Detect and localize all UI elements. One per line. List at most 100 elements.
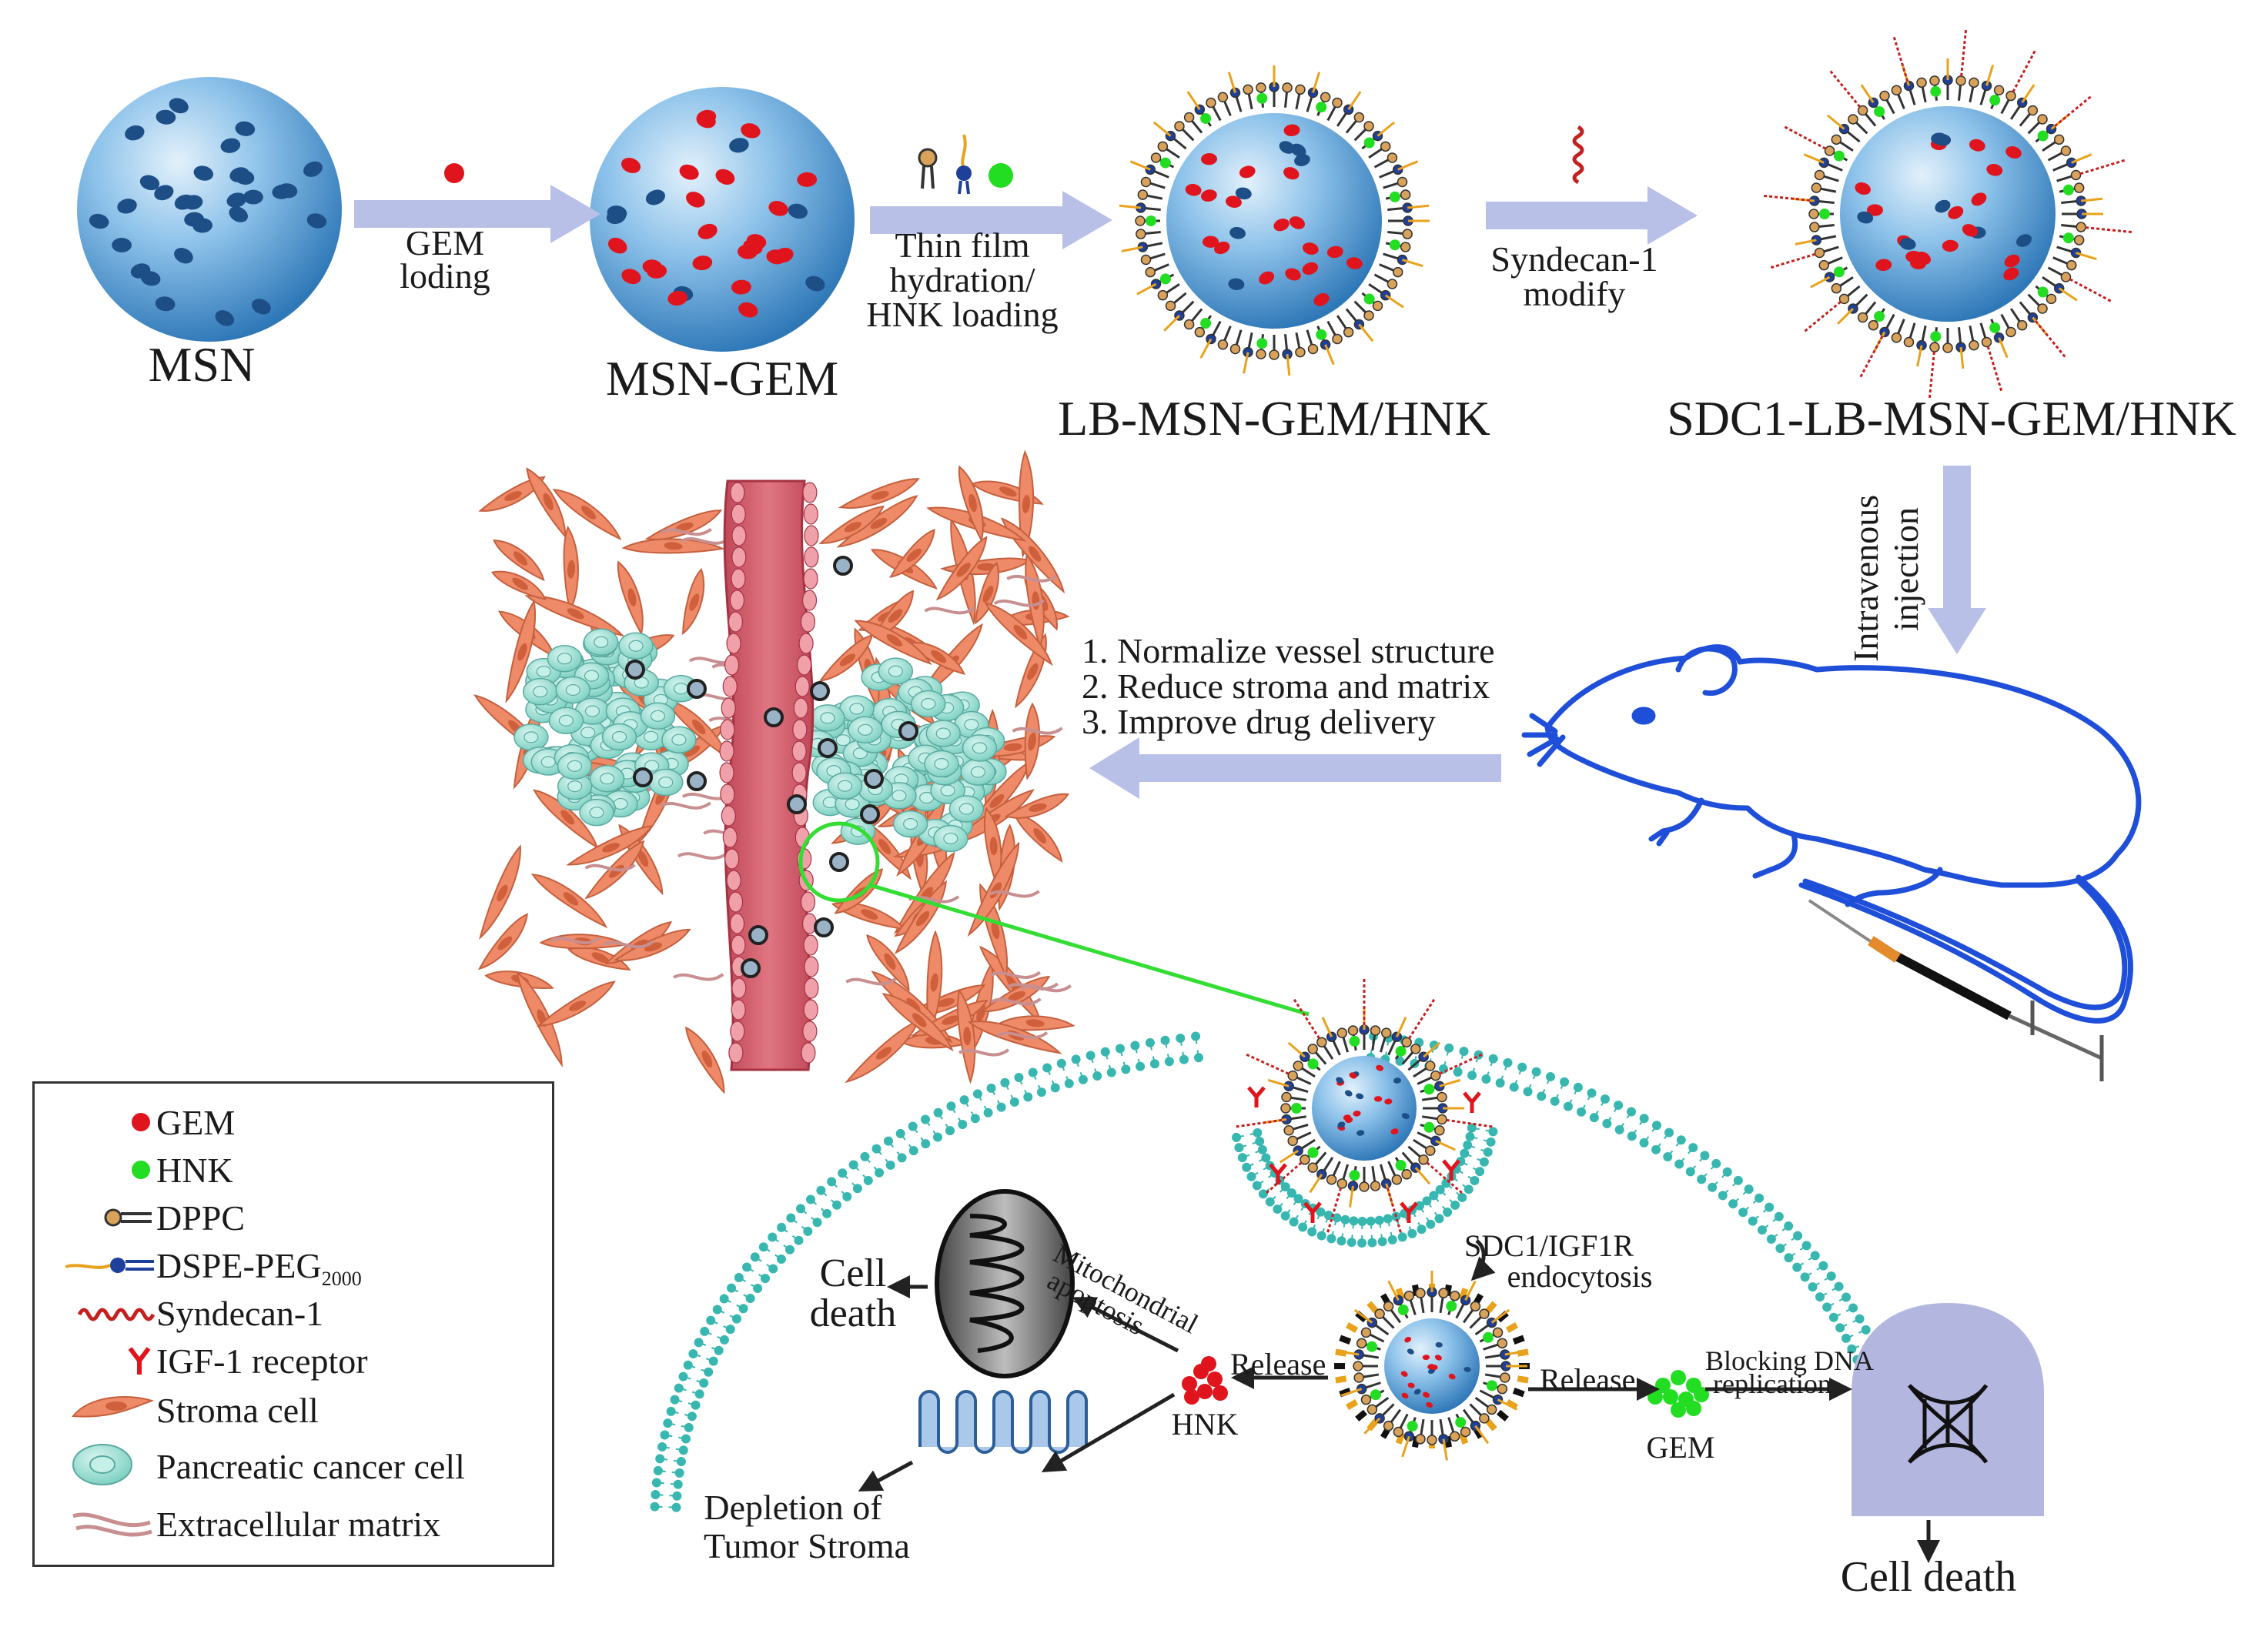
endothelial-cell xyxy=(798,633,814,654)
legend-item-ecm: Extracellular matrix xyxy=(35,1499,552,1545)
stage-label-msn: MSN xyxy=(148,337,256,392)
endothelial-cell xyxy=(726,870,741,891)
matrix-fibre xyxy=(584,864,636,872)
igf1-receptor xyxy=(1269,1163,1287,1184)
nanoparticle-dot xyxy=(829,852,849,872)
pancreatic-cancer-cell-icon xyxy=(72,1444,132,1485)
matrix-fibre xyxy=(924,606,975,615)
endothelial-cell xyxy=(791,762,807,783)
matrix-fibre xyxy=(958,1048,1010,1057)
endothelial-cell xyxy=(801,590,818,611)
stroma-cell xyxy=(566,825,654,866)
nanoparticle-dot xyxy=(810,681,830,701)
step-arrow-effects xyxy=(1089,737,1501,799)
endothelial-cell xyxy=(793,697,808,719)
hnk-label: HNK xyxy=(1171,1407,1239,1442)
stroma-cell xyxy=(984,602,1053,667)
legend-label: Stroma cell xyxy=(156,1391,319,1430)
stroma-cell xyxy=(478,476,546,512)
step-label-thin-film-1: Thin film xyxy=(895,226,1030,265)
msn-gem-particle xyxy=(590,87,855,352)
endothelial-cell xyxy=(803,568,818,590)
legend: GEM HNK DPPC DSPE-PEG2000 Syndecan-1 IGF… xyxy=(32,1081,554,1567)
step-label-thin-film-2: hydration/ xyxy=(889,260,1035,299)
matrix-fibre xyxy=(990,997,1042,1006)
pancreatic-cancer-cell xyxy=(555,676,591,704)
igf1-receptor xyxy=(1442,1159,1460,1181)
depletion-label-2: Tumor Stroma xyxy=(704,1526,910,1565)
syringe-illustration xyxy=(1808,899,2104,1081)
nanoparticle-dot xyxy=(787,794,807,814)
endothelial-cell xyxy=(721,805,736,827)
hnk-dot-icon xyxy=(988,163,1013,188)
nanoparticle-dot xyxy=(860,804,880,824)
legend-label: DSPE-PEG2000 xyxy=(156,1246,362,1291)
stroma-cell xyxy=(530,874,608,929)
stroma-cell xyxy=(682,568,705,636)
matrix-fibre xyxy=(997,1031,1049,1040)
pancreatic-cancer-cell xyxy=(583,628,619,656)
endothelial-cell xyxy=(730,482,745,503)
stroma-cell xyxy=(685,1026,725,1094)
stroma-cell xyxy=(974,561,1000,625)
msn-particle xyxy=(77,77,342,342)
cell-death-left-1: Cell xyxy=(819,1251,887,1295)
cell-death-left-2: death xyxy=(809,1291,897,1335)
endothelial-cell xyxy=(797,654,812,676)
stroma-cell xyxy=(1004,793,1070,819)
matrix-fibre xyxy=(677,851,729,860)
endothelial-cell xyxy=(719,740,734,762)
stroma-cell xyxy=(836,495,918,548)
legend-item-dppc: DPPC xyxy=(35,1193,552,1239)
matrix-fibre xyxy=(1012,727,1063,735)
endothelial-cell xyxy=(731,525,747,546)
pancreatic-cancer-cell xyxy=(948,795,985,823)
matrix-fibre xyxy=(1006,574,1058,583)
pancreatic-cancer-cell xyxy=(960,758,996,786)
gem-dot-icon xyxy=(132,1113,150,1131)
endothelial-cell xyxy=(794,676,810,697)
legend-label: HNK xyxy=(156,1151,233,1190)
step-arrow-gem-loading xyxy=(354,185,600,243)
stroma-cell xyxy=(479,844,521,940)
mouse-illustration xyxy=(1521,644,2142,1024)
endothelial-cell xyxy=(729,590,745,611)
pancreatic-cancer-cell xyxy=(601,723,637,751)
gem-label: GEM xyxy=(1646,1430,1715,1465)
matrix-fibre xyxy=(988,890,1040,898)
pancreatic-cancer-cell xyxy=(842,739,878,767)
endothelial-cell xyxy=(731,568,746,590)
endothelial-cell xyxy=(730,1021,745,1042)
pancreatic-cancer-cell xyxy=(848,716,883,744)
matrix-fibre xyxy=(660,801,711,810)
endothelial-cell xyxy=(804,956,819,977)
legend-label: Pancreatic cancer cell xyxy=(156,1447,465,1486)
stroma-cell xyxy=(818,633,874,682)
pancreatic-cancer-cell xyxy=(878,657,914,685)
endothelial-cell xyxy=(804,977,819,999)
pancreatic-cancer-cell xyxy=(925,720,961,747)
endothelial-cell xyxy=(719,762,734,783)
syndecan-wave-icon xyxy=(77,1308,156,1321)
endoplasmic-reticulum-icon xyxy=(918,1390,1088,1454)
arrow-endocytosis xyxy=(1470,1239,1496,1281)
zoom-circle xyxy=(798,821,880,903)
stroma-cell xyxy=(866,934,910,992)
matrix-fibre xyxy=(1020,984,1072,993)
blocking-label-2: replication xyxy=(1713,1368,1831,1399)
stroma-cell xyxy=(617,560,644,636)
legend-item-stroma: Stroma cell xyxy=(35,1385,552,1432)
igf1-receptor-icon xyxy=(128,1347,151,1375)
arrow-depletion xyxy=(1041,1392,1176,1473)
legend-item-gem: GEM xyxy=(35,1097,552,1144)
pancreatic-cancer-cell xyxy=(827,772,863,800)
gem-dot-icon xyxy=(444,163,464,183)
endothelial-cell xyxy=(728,1042,744,1064)
legend-label: GEM xyxy=(156,1103,236,1142)
dna-icon xyxy=(1908,1384,1989,1464)
matrix-fibre xyxy=(993,599,1045,607)
arrow-mito xyxy=(1072,1297,1179,1353)
dppc-lipid-icon xyxy=(104,1208,152,1227)
pancreatic-cancer-cell xyxy=(579,798,614,827)
endothelial-cell xyxy=(721,697,736,719)
